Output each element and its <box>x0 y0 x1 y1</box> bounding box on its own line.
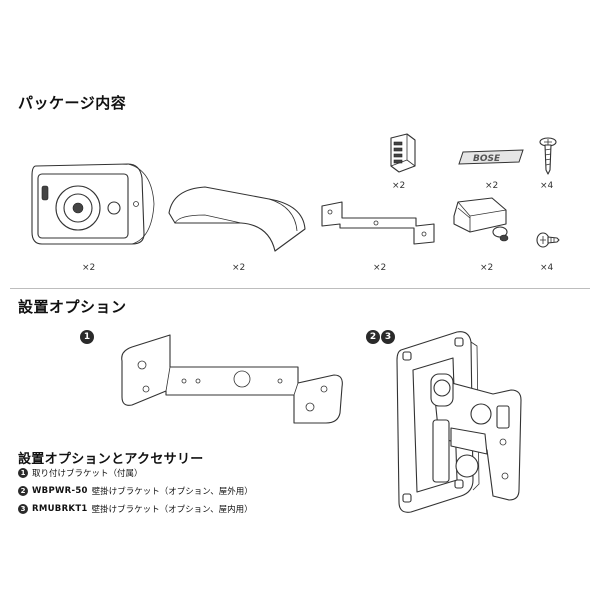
accessory-badge-1: 1 <box>18 468 28 478</box>
accessory-model-3: RMUBRKT1 <box>32 504 88 514</box>
bracket-qty: ×2 <box>373 263 387 273</box>
speaker-image <box>31 163 155 245</box>
screw-short-image <box>536 232 560 248</box>
accessory-item-3: 3 RMUBRKT1 壁掛けブラケット（オプション、屋内用） <box>18 503 253 515</box>
adapter-image <box>453 197 509 242</box>
adapter-qty: ×2 <box>480 263 494 273</box>
logo-badge-image: BOSE <box>458 149 524 165</box>
logo-badge-qty: ×2 <box>485 181 499 191</box>
install-badge-3: 3 <box>381 330 395 344</box>
accessory-item-2: 2 WBPWR-50 壁掛けブラケット（オプション、屋外用） <box>18 485 253 497</box>
accessory-badge-2: 2 <box>18 486 28 496</box>
accessories-title: 設置オプションとアクセサリー <box>18 452 204 467</box>
install-title: 設置オプション <box>18 298 127 316</box>
accessory-text-3: 壁掛けブラケット（オプション、屋内用） <box>91 505 253 515</box>
accessory-text-2: 壁掛けブラケット（オプション、屋外用） <box>91 487 253 497</box>
svg-text:BOSE: BOSE <box>473 154 501 164</box>
install-badge-1: 1 <box>80 330 94 344</box>
screw-long-qty: ×4 <box>540 181 554 191</box>
install-badge-2: 2 <box>366 330 380 344</box>
grille-image <box>168 186 306 252</box>
screw-short-qty: ×4 <box>540 263 554 273</box>
accessory-item-1: 1 取り付けブラケット（付属） <box>18 467 143 479</box>
connector-image <box>390 133 416 173</box>
included-bracket-image <box>121 334 343 424</box>
screw-long-image <box>539 137 557 175</box>
grille-qty: ×2 <box>232 263 246 273</box>
accessory-model-2: WBPWR-50 <box>32 486 88 496</box>
wall-bracket-image <box>396 331 522 513</box>
section-divider <box>10 288 590 289</box>
bracket-image <box>321 201 435 245</box>
connector-qty: ×2 <box>392 181 406 191</box>
accessory-text-1: 取り付けブラケット（付属） <box>32 469 143 479</box>
accessory-badge-3: 3 <box>18 504 28 514</box>
package-title: パッケージ内容 <box>18 94 127 112</box>
speaker-qty: ×2 <box>82 263 96 273</box>
